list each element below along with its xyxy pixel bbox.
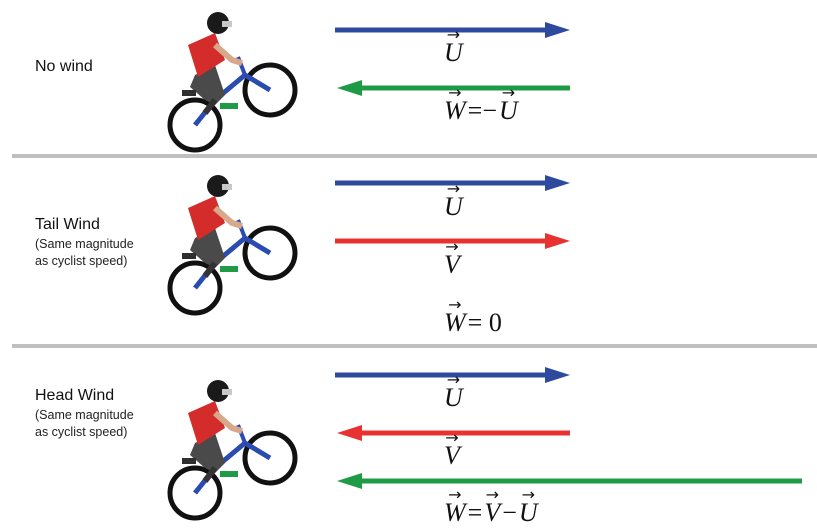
panel-subtitle-head-wind: (Same magnitude as cyclist speed) bbox=[35, 407, 134, 441]
eq-w-head-wind: →W=→V−→U bbox=[444, 485, 538, 527]
panel-subtitle-tail-wind: (Same magnitude as cyclist speed) bbox=[35, 236, 134, 270]
eq-u-tail-wind: →U bbox=[444, 179, 463, 221]
eq-w-tail-wind: →W= 0 bbox=[444, 295, 502, 337]
bmx-cyclist-icon bbox=[167, 12, 298, 153]
subtitle-line-1: (Same magnitude bbox=[35, 408, 134, 422]
eq-u-head-wind: →U bbox=[444, 370, 463, 412]
arrow-v-head-wind bbox=[337, 425, 570, 441]
bmx-cyclist-icon bbox=[167, 175, 298, 316]
arrow-w-no-wind bbox=[337, 80, 570, 96]
arrow-u-tail-wind bbox=[335, 175, 570, 191]
arrow-w-head-wind bbox=[337, 473, 802, 489]
panel-title-head-wind: Head Wind bbox=[35, 387, 115, 404]
subtitle-line-2: as cyclist speed) bbox=[35, 254, 128, 268]
panel-title-tail-wind: Tail Wind bbox=[35, 216, 100, 233]
arrow-u-no-wind bbox=[335, 22, 570, 38]
eq-v-head-wind: →V bbox=[444, 428, 460, 470]
divider-1 bbox=[12, 154, 817, 158]
subtitle-line-2: as cyclist speed) bbox=[35, 425, 128, 439]
eq-v-tail-wind: →V bbox=[444, 237, 460, 279]
arrow-u-head-wind bbox=[335, 367, 570, 383]
eq-u-no-wind: →U bbox=[444, 25, 463, 67]
panel-title-no-wind: No wind bbox=[35, 58, 93, 75]
arrow-v-tail-wind bbox=[335, 233, 570, 249]
bmx-cyclist-icon bbox=[167, 380, 298, 521]
eq-w-no-wind: →W=−→U bbox=[444, 83, 518, 125]
subtitle-line-1: (Same magnitude bbox=[35, 237, 134, 251]
divider-2 bbox=[12, 344, 817, 348]
